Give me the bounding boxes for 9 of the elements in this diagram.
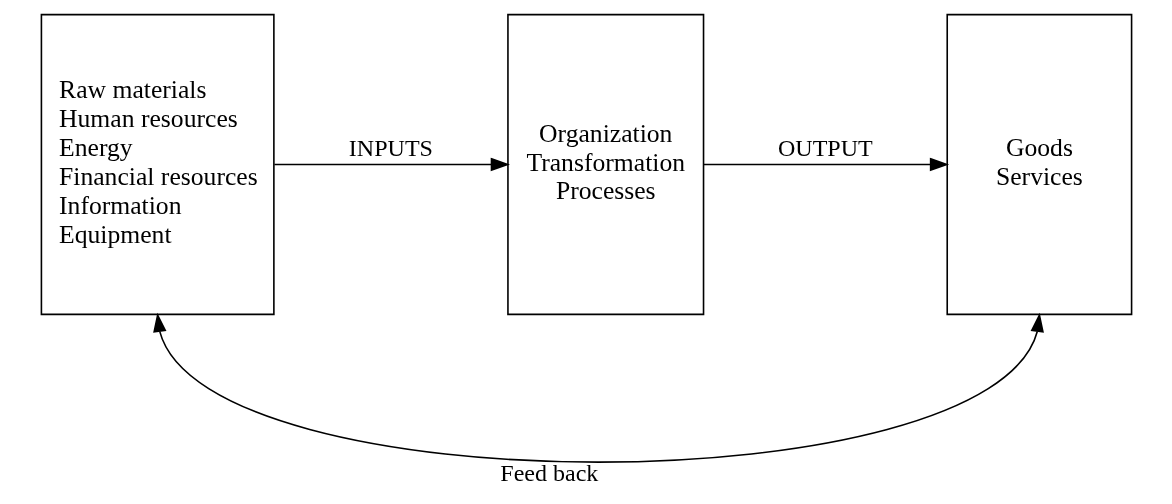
- node-box: Goods Services: [945, 13, 1132, 316]
- arrow: [152, 312, 1044, 463]
- edge-label: Feed back: [499, 460, 598, 487]
- edge-label: OUTPUT: [777, 135, 873, 162]
- node-box: Organization Transformation Processes: [506, 13, 704, 316]
- node-box: Raw materials Human resources Energy Financial resources Information Equipment: [40, 13, 275, 316]
- arrow: [702, 157, 949, 172]
- arrow: [273, 157, 510, 172]
- edge-label: INPUTS: [348, 135, 433, 162]
